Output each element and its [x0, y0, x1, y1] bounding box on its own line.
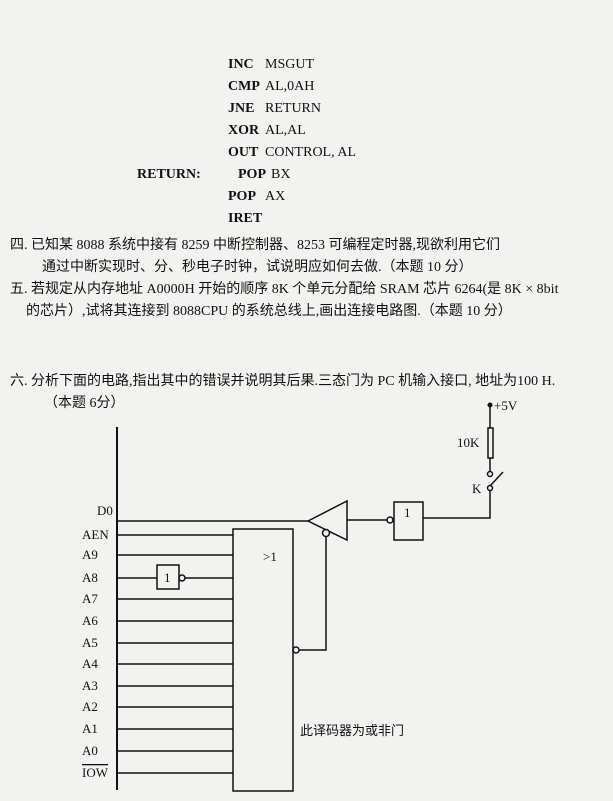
question-4-line1: 四. 已知某 8088 系统中接有 8259 中断控制器、8253 可编程定时器… [10, 238, 500, 253]
signal-label-a1: A1 [82, 721, 98, 736]
switch-wire [423, 490, 491, 519]
code-opcode: POP [228, 189, 256, 204]
code-opcode: XOR [228, 123, 260, 138]
signal-label-a2: A2 [82, 699, 98, 714]
code-operand: CONTROL, AL [265, 145, 356, 160]
signal-label-a7: A7 [82, 591, 98, 606]
question-6-line1: 六. 分析下面的电路,指出其中的错误并说明其后果.三态门为 PC 机输入接口, … [10, 374, 556, 389]
code-opcode: JNE [228, 101, 255, 116]
vcc-node [487, 402, 493, 408]
code-opcode: POP [238, 167, 266, 182]
switch-contact [486, 484, 494, 492]
vcc-label: +5V [494, 398, 518, 413]
not-gate-a8-bubble [178, 574, 186, 582]
signal-label-iow: IOW [82, 765, 109, 780]
question-6-line2: （本题 6分） [44, 396, 125, 411]
code-operand: BX [271, 167, 291, 182]
signal-label-a6: A6 [82, 613, 98, 628]
signal-label-a4: A4 [82, 656, 98, 671]
code-opcode: IRET [228, 211, 263, 226]
enable-wire [299, 537, 327, 651]
code-label: RETURN: [137, 167, 201, 182]
code-operand: AL,AL [265, 123, 306, 138]
or-gate-label: >1 [263, 549, 277, 564]
switch-k [489, 471, 504, 487]
code-operand: AL,0AH [265, 79, 315, 94]
code-operand: RETURN [265, 101, 321, 116]
switch-label: K [472, 481, 482, 496]
code-opcode: INC [228, 57, 254, 72]
decoder-note: 此译码器为或非门 [300, 724, 404, 739]
signal-label-a9: A9 [82, 547, 98, 562]
not-gate-a8-label: 1 [164, 570, 171, 585]
inverter-bubble [386, 516, 394, 524]
signal-label-a8: A8 [82, 570, 98, 585]
signal-label-a3: A3 [82, 678, 98, 693]
tristate-enable-bubble [321, 528, 331, 538]
inverter-label: 1 [404, 505, 411, 520]
switch-contact-top [486, 470, 494, 478]
signal-label-aen: AEN [82, 527, 109, 542]
code-opcode: CMP [228, 79, 260, 94]
question-5-line1: 五. 若规定从内存地址 A0000H 开始的顺序 8K 个单元分配给 SRAM … [10, 282, 559, 297]
signal-label-a0: A0 [82, 743, 98, 758]
inverter-box [393, 501, 424, 541]
signal-label-a5: A5 [82, 635, 98, 650]
code-operand: MSGUT [265, 57, 315, 72]
code-operand: AX [265, 189, 286, 204]
resistor-label: 10K [457, 435, 480, 450]
resistor-10k [487, 427, 494, 459]
question-4-line2: 通过中断实现时、分、秒电子时钟，试说明应如何去做.（本题 10 分） [42, 260, 473, 275]
or-gate-box [232, 528, 294, 792]
code-opcode: OUT [228, 145, 259, 160]
question-5-line2: 的芯片）,试将其连接到 8088CPU 的系统总线上,画出连接电路图.（本题 1… [26, 304, 512, 319]
signal-label-d0: D0 [97, 503, 113, 518]
or-output-bubble [292, 646, 300, 654]
